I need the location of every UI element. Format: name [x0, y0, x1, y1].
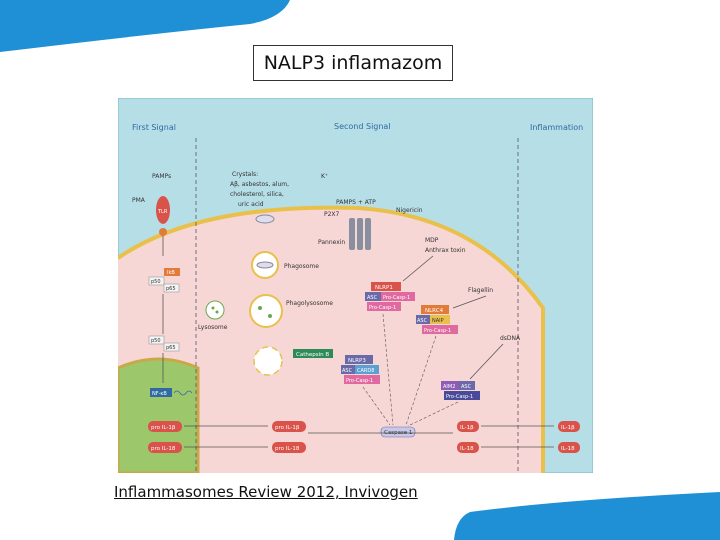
svg-text:NLRP1: NLRP1: [375, 285, 393, 291]
il18-cytoplasm: [457, 442, 479, 453]
svg-text:pro IL-18: pro IL-18: [151, 446, 176, 452]
svg-text:Pro-Casp-1: Pro-Casp-1: [446, 394, 473, 400]
label-pamps-atp: PAMPS + ATP: [336, 199, 376, 206]
receptor-adaptor-icon: [159, 228, 167, 236]
label-mdp: MDP: [425, 237, 439, 244]
crystal-icon: [255, 214, 275, 224]
caspase1-box: [380, 426, 416, 438]
nfkb-box: [150, 388, 172, 397]
svg-text:pro IL-1β: pro IL-1β: [275, 425, 300, 431]
label-crystals-3: uric acid: [238, 201, 264, 208]
ikb-complex: IkB p50 p65: [148, 268, 180, 293]
aim2-inflammasome: AIM2 ASC Pro-Casp-1: [441, 381, 480, 400]
cell-membrane: [118, 205, 545, 473]
svg-text:IL-18: IL-18: [460, 446, 474, 452]
pro-il1b-cytoplasm: [272, 421, 306, 432]
tlr-receptor-icon: [156, 196, 170, 224]
svg-text:ASC: ASC: [342, 368, 353, 374]
pro-il1b-nucleus: [148, 421, 182, 432]
dna-strand-icon: [173, 390, 193, 396]
label-crystals-title: Crystals:: [232, 171, 258, 178]
svg-text:p50: p50: [151, 338, 161, 344]
label-crystals-1: Aβ, asbestos, alum,: [230, 181, 289, 188]
label-p2x7: P2X7: [324, 211, 340, 218]
svg-text:AIM2: AIM2: [443, 384, 455, 390]
svg-text:NLRP3: NLRP3: [348, 358, 366, 364]
il1b-cytoplasm: [457, 421, 479, 432]
inflammasome-pathway-diagram: First Signal Second Signal Inflammation …: [118, 98, 593, 473]
svg-text:ASC: ASC: [367, 295, 378, 301]
label-anthrax: Anthrax toxin: [425, 247, 466, 254]
il18-secreted: [558, 442, 580, 453]
pro-il18-cytoplasm: [272, 442, 306, 453]
svg-text:p50: p50: [151, 279, 161, 285]
svg-text:NLRC4: NLRC4: [425, 308, 444, 314]
svg-text:IkB: IkB: [167, 270, 175, 276]
svg-text:Pro-Casp-1: Pro-Casp-1: [424, 328, 451, 334]
svg-text:p65: p65: [166, 286, 176, 292]
label-flagellin: Flagellin: [468, 287, 493, 294]
svg-text:IL-18: IL-18: [561, 446, 575, 452]
svg-text:IL-1β: IL-1β: [460, 425, 474, 431]
lysosome-icon: [205, 300, 225, 320]
label-pamps: PAMPs: [152, 173, 171, 180]
p50-p65-complex: p50 p65: [148, 335, 180, 352]
label-phagolysosome: Phagolysosome: [286, 300, 333, 307]
header-first-signal: First Signal: [132, 123, 176, 132]
svg-text:Pro-Casp-1: Pro-Casp-1: [383, 295, 410, 301]
nlrc4-inflammasome: NLRC4 ASC NAIP Pro-Casp-1: [416, 305, 458, 334]
label-dsdna: dsDNA: [500, 335, 521, 342]
svg-text:IL-1β: IL-1β: [561, 425, 575, 431]
top-left-swoosh: [0, 0, 290, 52]
svg-text:pro IL-1β: pro IL-1β: [151, 425, 176, 431]
label-pannexin: Pannexin: [318, 239, 345, 246]
label-lysosome: Lysosome: [198, 324, 228, 331]
svg-text:ASC: ASC: [417, 318, 428, 324]
il1b-secreted: [558, 421, 580, 432]
header-inflammation: Inflammation: [530, 123, 583, 132]
label-nigericin: Nigericin: [396, 207, 423, 214]
bottom-right-swoosh: [454, 492, 720, 540]
figure-caption: Inflammasomes Review 2012, Invivogen: [114, 483, 418, 501]
label-pma: PMA: [132, 197, 146, 204]
svg-text:Pro-Casp-1: Pro-Casp-1: [346, 378, 373, 384]
svg-text:pro IL-18: pro IL-18: [275, 446, 300, 452]
phagolysosome-icon: [249, 294, 283, 328]
nucleus: [118, 357, 200, 473]
cell-cytoplasm: [118, 207, 543, 473]
svg-text:CARD8: CARD8: [357, 368, 374, 374]
label-k-plus: K⁺: [321, 173, 328, 180]
label-nfkb: NF-κB: [152, 391, 167, 397]
ruptured-vesicle-icon: [253, 346, 283, 376]
svg-text:p65: p65: [166, 345, 176, 351]
svg-text:NAIP: NAIP: [432, 318, 444, 324]
label-crystals-2: cholesterol, silica,: [230, 191, 284, 198]
cathepsin-b-box: [293, 349, 333, 358]
nlrp3-inflammasome: NLRP3 ASC CARD8 Pro-Casp-1: [341, 355, 380, 384]
header-second-signal: Second Signal: [334, 122, 391, 131]
pro-il18-nucleus: [148, 442, 182, 453]
label-phagosome: Phagosome: [284, 263, 319, 270]
slide-title: NALP3 inflamazom: [253, 45, 453, 81]
nlrp1-inflammasome: NLRP1 ASC Pro-Casp-1 Pro-Casp-1: [365, 282, 415, 311]
svg-text:Cathepsin B: Cathepsin B: [296, 352, 329, 358]
label-tlr: TLR: [157, 209, 168, 215]
p2x7-channel-icon: [349, 218, 371, 250]
svg-text:ASC: ASC: [461, 384, 472, 390]
svg-text:Pro-Casp-1: Pro-Casp-1: [369, 305, 396, 311]
